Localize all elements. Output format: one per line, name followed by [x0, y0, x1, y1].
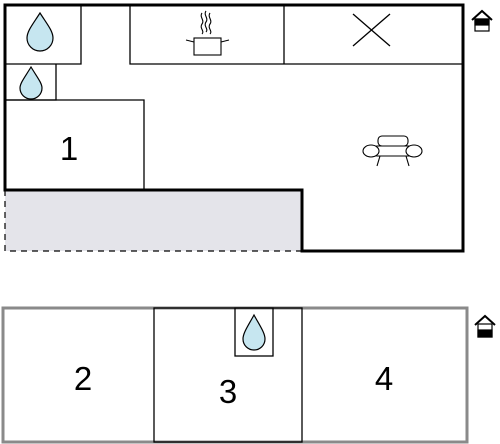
lower-floor: 2 3 4: [1, 306, 496, 444]
terrace: [4, 190, 302, 252]
room-4-label: 4: [375, 360, 393, 397]
room-2-label: 2: [74, 360, 92, 397]
water-drop-icon: [26, 11, 54, 52]
floor-indicator-lower-icon: [474, 314, 496, 338]
upper-floor-inner-walls: [5, 5, 463, 190]
water-drop-icon: [19, 65, 43, 100]
cross-mark-icon: [352, 13, 391, 47]
upper-floor-outline: [3, 3, 465, 253]
room-3-label: 3: [219, 373, 237, 410]
lower-floor-inner-walls: [153, 307, 303, 443]
room-1-label: 1: [60, 130, 78, 167]
sofa-icon: [362, 135, 423, 167]
upper-floor: 1: [3, 3, 493, 253]
water-drop-icon: [242, 313, 266, 351]
floor-indicator-upper-icon: [471, 9, 493, 32]
cooking-pot-icon: [185, 10, 230, 56]
